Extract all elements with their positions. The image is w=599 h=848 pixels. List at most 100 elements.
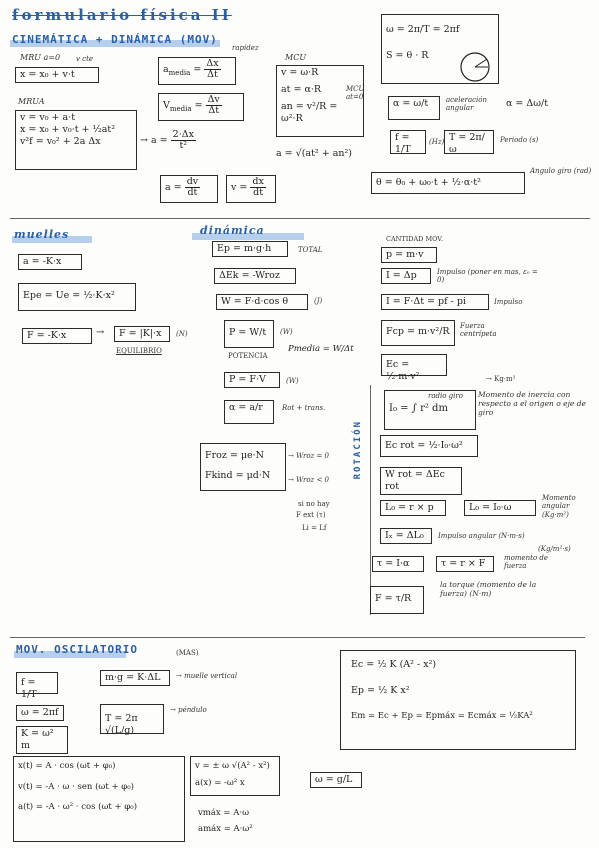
x-of-t: x(t) = A · cos (ωt + φ₀) (18, 761, 116, 771)
pfv-box: P = F·V (224, 372, 280, 388)
fext-note: F ext (τ) (296, 511, 326, 519)
v-media-symbol: V (163, 99, 170, 111)
page-title: formulario física II (12, 6, 232, 24)
force-torque-box: F = τ/R (370, 586, 424, 614)
a-media-den: Δt (207, 68, 218, 80)
section-dinamica: dinámica (200, 224, 265, 237)
equilibrio-label: EQUILIBRIO (116, 347, 162, 355)
accel-den: t² (179, 139, 188, 151)
mcu-eq-3: an = v²/R = ω²·R (281, 100, 338, 124)
mcu-eq-2: at = α·R (281, 83, 322, 95)
li-lf-note: Li = Lf (302, 524, 327, 532)
a-of-t: a(t) = -A · ω² · cos (ωt + φ₀) (18, 802, 138, 813)
heading-highlight (192, 233, 304, 240)
v-media-den: Δt (208, 104, 220, 116)
v-cte-note: v cte (76, 55, 94, 63)
pendulum-note: → péndulo (170, 706, 207, 714)
work-box: W = F·d·cos θ (216, 294, 308, 310)
torque-note: la torque (momento de la fuerza) (N·m) (440, 580, 537, 598)
impulse-2-note: Impulso (494, 298, 523, 306)
osc-energy-2: Ep = ½ K x² (351, 684, 410, 696)
arrow: → (96, 327, 105, 338)
impulse-box: I = Δp (381, 268, 431, 284)
mas-label: (MAS) (176, 649, 199, 657)
theta-note: Angulo giro (rad) (530, 167, 592, 175)
vmax-eq: vmáx = A·ω (198, 808, 250, 818)
moment-force-note: momento de fuerza (504, 554, 549, 571)
potencia-label: POTENCIA (228, 352, 268, 360)
circle-diagram-icon (460, 52, 490, 82)
static-friction: Froz = μe·N (205, 450, 264, 461)
v-dx-den: dt (253, 186, 264, 198)
a-media-symbol: a (163, 63, 169, 75)
impulse-2-box: I = F·Δt = pf - pi (381, 294, 489, 310)
osc-energy-3: Em = Ec + Ep = Epmáx = Ecmáx = ½KA² (351, 710, 533, 721)
accel-prefix: → a = (140, 134, 168, 146)
power-box: P = W/t (224, 320, 274, 348)
impulse-note: Impulso (poner en mas, ε₀ = 0) (437, 268, 538, 285)
pendulum-box: T = 2π √(L/g) (100, 704, 164, 736)
v-media-num: Δv (205, 94, 222, 106)
watt-unit-2: (W) (286, 377, 299, 385)
velocity-x-box: v = ± ω √(A² - x²) a(x) = -ω² x (190, 756, 280, 796)
radio-giro-note: radio giro (428, 392, 463, 400)
kgm2-note: → Kg·m² (486, 375, 516, 383)
mru-label: MRU a=0 (20, 53, 61, 62)
omega-gl-box: ω = g/L (310, 772, 362, 788)
omega-box: ω = 2π/T = 2πf S = θ · R (381, 14, 499, 84)
separator-line (10, 218, 590, 219)
energy-box: Ec = ½ K (A² - x²) Ep = ½ K x² Em = Ec +… (340, 650, 576, 750)
section-cinematica: CINEMÁTICA + DINÁMICA (MOV) (12, 33, 218, 46)
section-oscilatorio: MOV. OSCILATORIO (16, 643, 138, 656)
a-of-x: a(x) = -ω² x (195, 777, 245, 788)
ang-momentum-box: L₀ = r × p (380, 500, 446, 516)
muelle-vertical-note: → muelle vertical (176, 672, 238, 680)
no-hay-note: si no hay (298, 500, 330, 508)
osc-energy-1: Ec = ½ K (A² - x²) (351, 659, 437, 670)
a-dv-den: dt (187, 186, 198, 198)
momentum-box: p = m·v (381, 247, 437, 263)
kinetic-friction: Fkind = μd·N (205, 469, 271, 481)
ang-momentum-2-box: L₀ = I₀·ω (464, 500, 536, 516)
mcu-equations: v = ω·R at = α·R an = v²/R = ω²·R (276, 65, 364, 137)
pmedia-eq: Pmedia = W/Δt (288, 344, 354, 354)
mcu-total-accel: a = √(at² + an²) (276, 148, 353, 159)
mcu-at-note: MCU at=0 (346, 85, 365, 102)
a-dv-prefix: a = (165, 181, 182, 193)
mrua-eq-1: v = v₀ + a·t (20, 112, 76, 123)
freq-box: f = 1/T (390, 130, 426, 155)
v-of-x: v = ± ω √(A² - x²) (195, 761, 270, 771)
position-functions-box: x(t) = A · cos (ωt + φ₀) v(t) = -A · ω ·… (13, 756, 185, 842)
mrua-equations: v = v₀ + a·t x = x₀ + v₀·t + ½at² v²f = … (15, 110, 137, 170)
section-cantidad: CANTIDAD MOV. (386, 235, 443, 243)
ang-momentum-note: Momento angular (Kg·m²) (542, 494, 576, 519)
inertia-note: Momento de inercia con respecto a el ori… (478, 390, 586, 417)
separator-line (10, 637, 585, 638)
ep-box: Ep = m·g·h (212, 241, 288, 257)
accel-num: 2·Δx (170, 129, 196, 141)
inertia-box: I₀ = ∫ r² dm (384, 390, 476, 430)
rotacion-bracket (370, 385, 371, 615)
period-note: Periodo (s) (500, 136, 539, 144)
mrua-label: MRUA (18, 97, 45, 106)
alpha-box: α = ω/t (388, 96, 440, 120)
alpha-note: aceleración angular (446, 96, 488, 113)
wroz-zero: → Wroz = 0 (288, 452, 329, 460)
mcu-eq-1: v = ω·R (281, 67, 319, 78)
rot-work-box: W rot = ΔEc rot (380, 467, 462, 495)
v-dx-prefix: v = (231, 181, 248, 193)
hooke-box-2: F = |K|·x (114, 326, 170, 342)
watt-unit: (W) (280, 328, 293, 336)
amax-eq: amáx = A·ω² (198, 824, 253, 834)
theta-box: θ = θ₀ + ω₀·t + ½·α·t² (371, 172, 525, 194)
osc-mg-box: m·g = K·ΔL (100, 670, 170, 686)
ang-impulse-box: Iₓ = ΔL₀ (380, 528, 432, 544)
a-media-num: Δx (204, 58, 221, 70)
mru-equation: x = x₀ + v·t (15, 67, 99, 83)
mcu-label: MCU (285, 53, 307, 62)
